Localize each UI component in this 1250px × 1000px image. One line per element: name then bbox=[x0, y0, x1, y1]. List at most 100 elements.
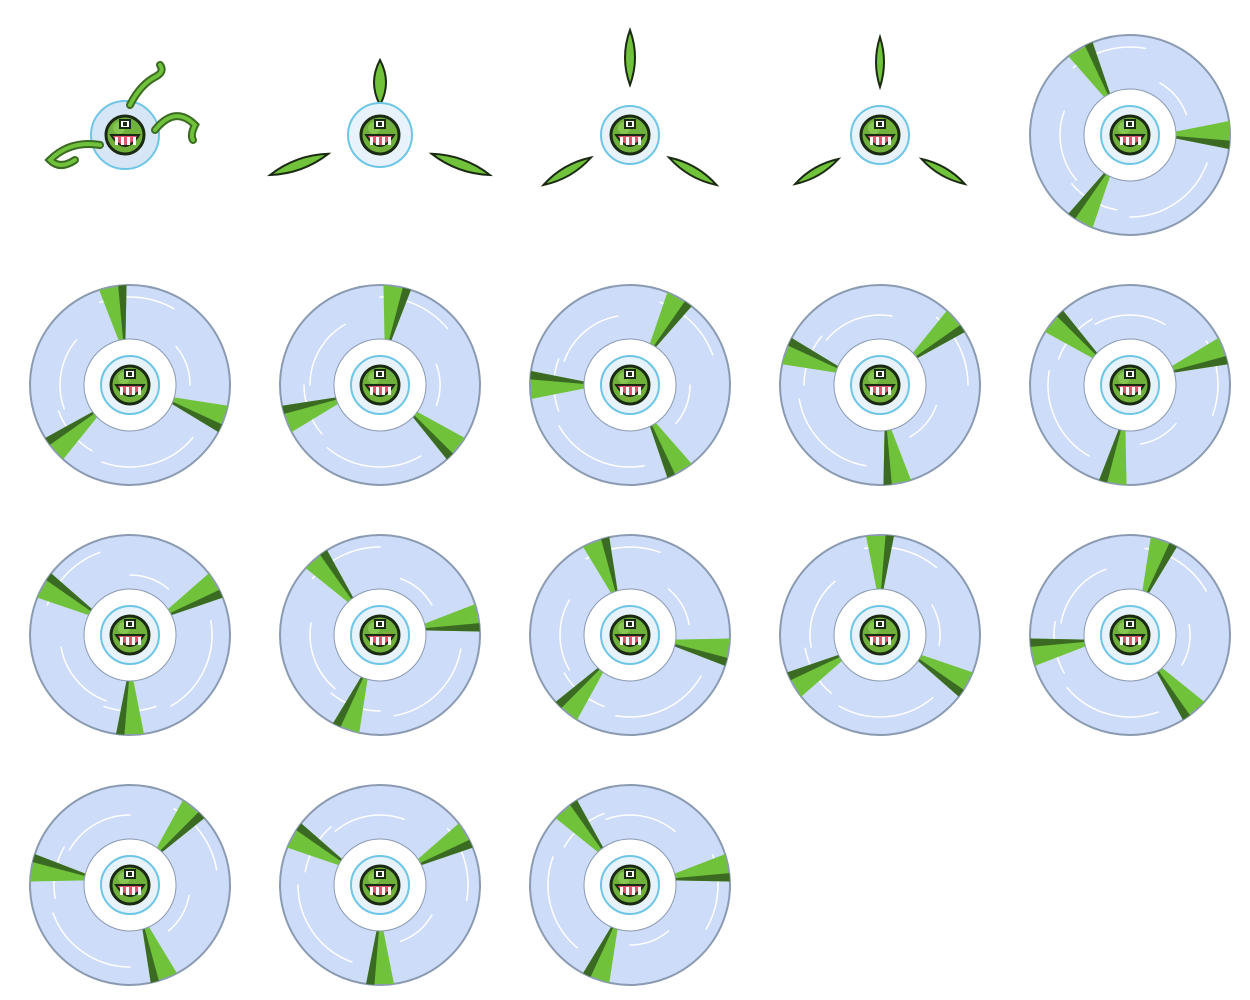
monster-tooth bbox=[126, 637, 129, 645]
motion-streak bbox=[60, 646, 107, 702]
monster-tooth bbox=[370, 137, 373, 145]
sprite-canvas bbox=[29, 284, 231, 486]
monster-tooth bbox=[632, 387, 635, 395]
leaf-blade-shadow bbox=[118, 285, 127, 342]
motion-streak bbox=[558, 425, 645, 468]
vine-tendril-highlight bbox=[153, 114, 198, 142]
monster-tooth bbox=[376, 887, 379, 895]
sprite-canvas bbox=[1029, 534, 1231, 736]
motion-streak bbox=[1066, 686, 1159, 718]
leaf-blade bbox=[37, 573, 94, 616]
sprite-frame bbox=[500, 250, 750, 500]
monster-tooth bbox=[1126, 137, 1129, 145]
motion-streak bbox=[167, 894, 190, 932]
sprite-canvas bbox=[279, 534, 481, 736]
leaf-blade-shadow bbox=[45, 410, 96, 445]
leaf-blade-shadow bbox=[530, 371, 587, 385]
motion-streak bbox=[68, 814, 131, 851]
motion-streak bbox=[435, 363, 441, 407]
sprite-canvas bbox=[279, 784, 481, 986]
monster-tooth bbox=[888, 137, 891, 145]
leaf-blade-shadow bbox=[555, 666, 602, 708]
sprite-canvas bbox=[29, 784, 231, 986]
monster-face bbox=[359, 614, 401, 656]
motion-streak bbox=[52, 912, 131, 968]
leaf-blade-shadow bbox=[570, 800, 605, 851]
leaf-blade-shadow bbox=[672, 643, 728, 666]
monster-tooth bbox=[870, 637, 873, 645]
monster-tooth bbox=[138, 637, 141, 645]
monster-tooth bbox=[638, 387, 641, 395]
leaf-blade-shadow bbox=[333, 675, 365, 727]
monster-tooth bbox=[632, 137, 635, 145]
leaf-blade bbox=[649, 292, 692, 349]
leaf-blade-shadow bbox=[46, 573, 94, 613]
monster-tooth bbox=[388, 637, 391, 645]
leaf bbox=[373, 57, 387, 108]
monster-tooth bbox=[620, 887, 623, 895]
monster-tooth bbox=[876, 637, 879, 645]
vine-tendril-highlight bbox=[128, 63, 164, 107]
leaf-blade bbox=[649, 421, 692, 478]
leaf-blade bbox=[411, 410, 465, 460]
sprite-frame bbox=[750, 250, 1000, 500]
leaf-blade-shadow bbox=[170, 400, 222, 432]
sprite-frame bbox=[750, 0, 1000, 250]
motion-streak bbox=[1060, 568, 1107, 624]
monster-tooth bbox=[888, 387, 891, 395]
leaf-blade bbox=[416, 823, 473, 866]
motion-streak bbox=[547, 856, 579, 949]
monster-tooth bbox=[138, 387, 141, 395]
monster-tooth bbox=[138, 887, 141, 895]
sprite-frame bbox=[1000, 250, 1250, 500]
monster-tooth bbox=[620, 137, 623, 145]
monster-tooth bbox=[133, 137, 136, 145]
sprite-canvas bbox=[540, 27, 720, 187]
monster-face bbox=[109, 614, 151, 656]
leaf-blade-shadow bbox=[1084, 42, 1111, 97]
monster-face bbox=[359, 364, 401, 406]
sprite-frame bbox=[1000, 500, 1250, 750]
sprite-canvas bbox=[529, 284, 731, 486]
leaf-blade-shadow bbox=[423, 623, 480, 632]
sprite-group bbox=[279, 784, 481, 986]
motion-streak bbox=[309, 323, 346, 386]
sprite-canvas bbox=[1029, 284, 1231, 486]
monster-face bbox=[1109, 114, 1151, 156]
sprite-group bbox=[279, 534, 481, 736]
motion-streak bbox=[798, 398, 867, 467]
sprite-frame bbox=[0, 750, 250, 1000]
monster-tooth bbox=[370, 637, 373, 645]
monster-tooth bbox=[376, 387, 379, 395]
sprite-canvas bbox=[529, 784, 731, 986]
leaf-blade-shadow bbox=[914, 325, 965, 360]
motion-streak bbox=[399, 914, 433, 943]
sprite-canvas bbox=[44, 61, 200, 170]
sprite-frame bbox=[0, 250, 250, 500]
sprite-frame bbox=[250, 0, 500, 250]
sprite-group bbox=[29, 534, 231, 736]
leaf-blade-shadow bbox=[168, 589, 223, 616]
monster-tooth bbox=[632, 887, 635, 895]
monster-tooth bbox=[882, 137, 885, 145]
monster-face bbox=[359, 114, 401, 156]
leaf-blade bbox=[911, 310, 965, 360]
vine-tendril-highlight bbox=[47, 142, 102, 167]
motion-streak bbox=[838, 697, 934, 718]
motion-streak bbox=[605, 814, 676, 833]
monster-tooth bbox=[626, 387, 629, 395]
monster-tooth bbox=[1138, 137, 1141, 145]
leaf-blade-shadow bbox=[583, 925, 615, 977]
motion-streak bbox=[1047, 370, 1090, 457]
leaf-blade bbox=[166, 573, 223, 616]
leaf-blade bbox=[787, 654, 844, 697]
monster-tooth bbox=[1132, 137, 1135, 145]
leaf bbox=[540, 155, 594, 187]
leaf-blade bbox=[1068, 42, 1111, 99]
leaf-blade-shadow bbox=[418, 839, 473, 866]
sprite-group bbox=[1029, 284, 1231, 486]
sprite-canvas bbox=[1029, 34, 1231, 236]
sprite-group bbox=[29, 784, 231, 986]
monster-tooth bbox=[370, 887, 373, 895]
monster-face bbox=[109, 864, 151, 906]
